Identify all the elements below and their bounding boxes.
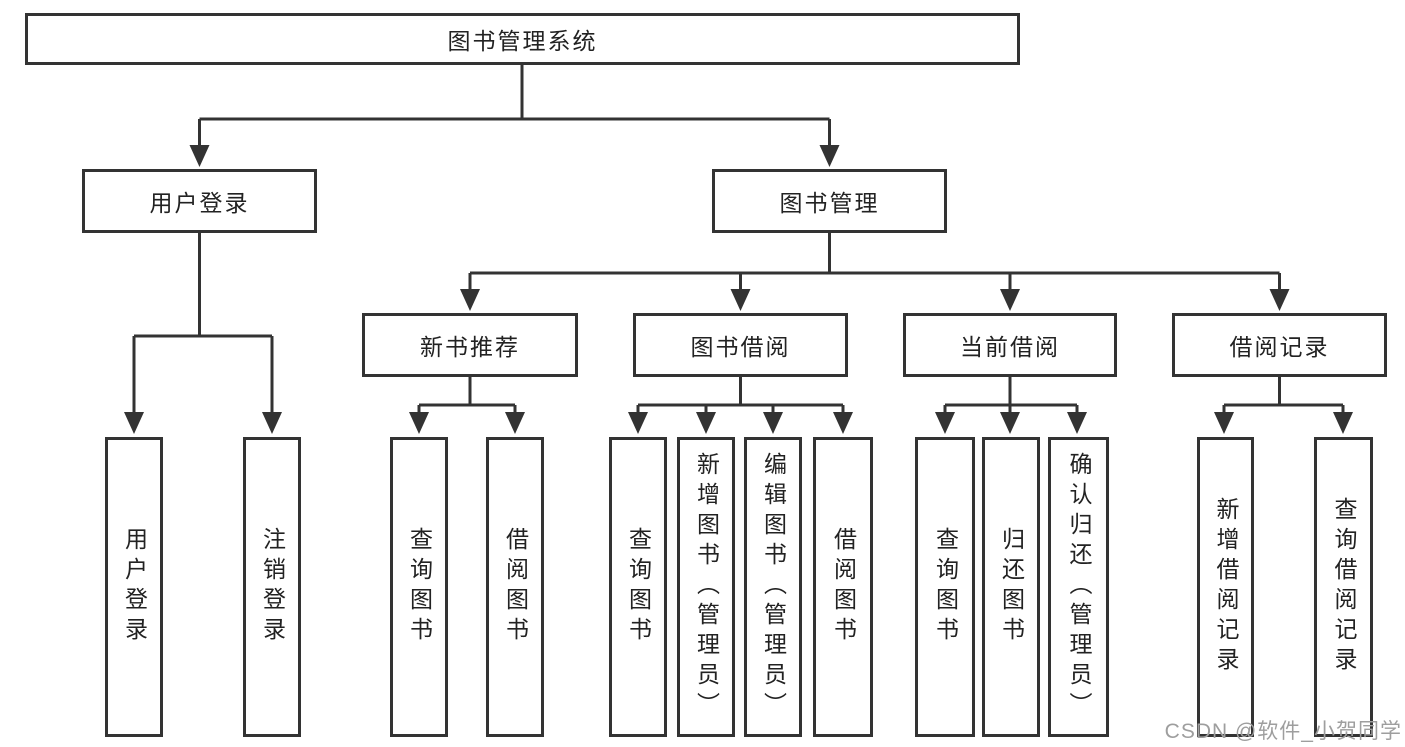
- node-new-book-recommendation: 新书推荐: [362, 313, 578, 377]
- node-label: 编辑图书（管理员）: [760, 452, 787, 722]
- node-label: 确认归还（管理员）: [1066, 452, 1092, 722]
- node-current-borrowing: 当前借阅: [903, 313, 1117, 377]
- node-label: 查询图书: [932, 527, 959, 647]
- node-label: 借阅图书: [830, 527, 857, 647]
- node-label: 查询图书: [625, 527, 652, 647]
- leaf-user-login: 用户登录: [105, 437, 163, 737]
- leaf-query-books-current: 查询图书: [915, 437, 975, 737]
- node-label: 图书管理: [779, 190, 880, 216]
- leaf-confirm-return-admin: 确认归还（管理员）: [1048, 437, 1109, 737]
- node-label: 查询图书: [406, 527, 433, 647]
- leaf-query-borrow-record: 查询借阅记录: [1314, 437, 1373, 737]
- csdn-watermark: CSDN @软件_小贺同学: [1164, 720, 1402, 743]
- node-label: 新增图书（管理员）: [693, 452, 720, 722]
- node-label: 图书管理系统: [447, 28, 598, 54]
- node-label: 新增借阅记录: [1213, 497, 1239, 677]
- node-label: 新书推荐: [420, 334, 520, 360]
- leaf-query-books-recommend: 查询图书: [390, 437, 448, 737]
- connector-strokes: [132, 65, 1345, 413]
- node-label: 当前借阅: [960, 334, 1060, 360]
- leaf-borrow-books-recommend: 借阅图书: [486, 437, 544, 737]
- node-label: 借阅图书: [502, 527, 529, 647]
- leaf-edit-books-admin: 编辑图书（管理员）: [744, 437, 802, 737]
- node-book-management: 图书管理: [712, 169, 947, 233]
- node-label: 查询借阅记录: [1331, 497, 1357, 677]
- node-label: 用户登录: [121, 527, 148, 647]
- node-book-borrowing: 图书借阅: [633, 313, 848, 377]
- node-borrowing-records: 借阅记录: [1172, 313, 1387, 377]
- node-label: 注销登录: [259, 527, 286, 647]
- leaf-borrow-books: 借阅图书: [813, 437, 873, 737]
- leaf-add-borrow-record: 新增借阅记录: [1197, 437, 1254, 737]
- node-label: 用户登录: [149, 190, 250, 216]
- node-label: 借阅记录: [1229, 334, 1330, 360]
- leaf-logout: 注销登录: [243, 437, 301, 737]
- leaf-return-books: 归还图书: [982, 437, 1040, 737]
- node-user-login: 用户登录: [82, 169, 317, 233]
- arrowheads: [124, 145, 1353, 434]
- leaf-add-books-admin: 新增图书（管理员）: [677, 437, 735, 737]
- node-label: 图书借阅: [690, 334, 791, 360]
- node-library-management-system: 图书管理系统: [25, 13, 1020, 65]
- leaf-query-books-borrowing: 查询图书: [609, 437, 667, 737]
- node-label: 归还图书: [998, 527, 1025, 647]
